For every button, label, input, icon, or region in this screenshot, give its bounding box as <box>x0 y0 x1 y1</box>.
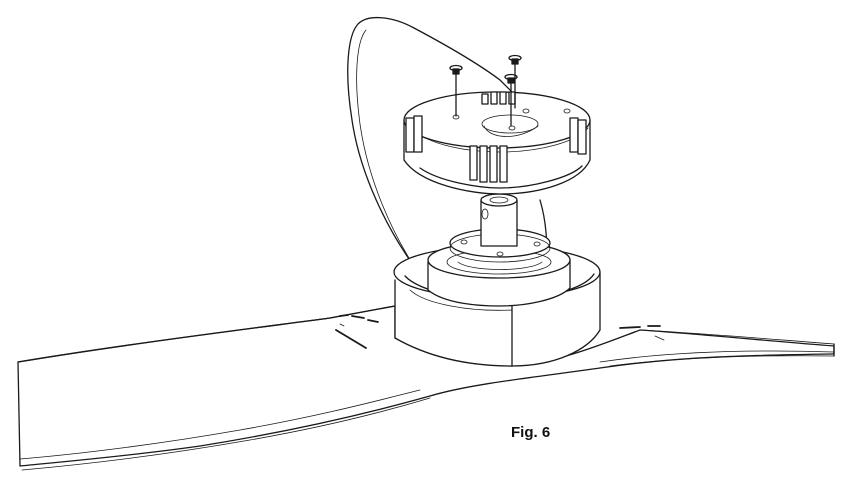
motor-shaft <box>480 193 518 247</box>
screw-center <box>504 73 518 127</box>
cover-ribs <box>405 91 587 183</box>
screw-left <box>449 64 463 117</box>
blade-markings-right <box>619 325 665 341</box>
lower-fan-blade <box>17 305 835 471</box>
screw-right <box>508 54 522 109</box>
blade-markings-left <box>335 314 379 349</box>
cover-screw-holes <box>452 108 571 131</box>
figure-caption: Fig. 6 <box>511 424 551 441</box>
